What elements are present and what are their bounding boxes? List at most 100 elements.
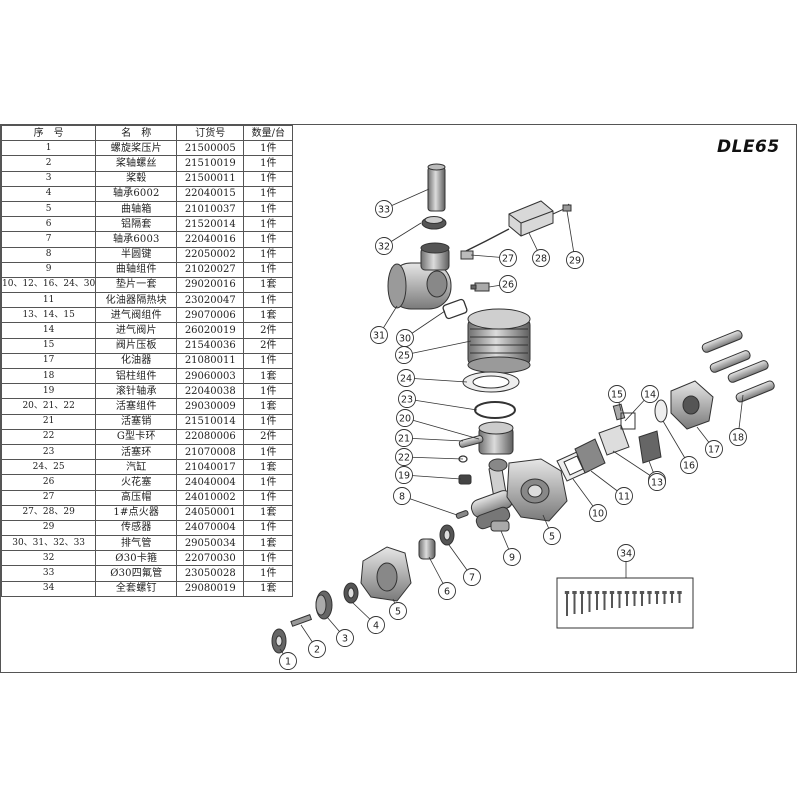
screw-head — [662, 591, 667, 594]
part-carb-gasket — [654, 399, 668, 423]
callout-label: 7 — [469, 572, 475, 583]
leader-line — [403, 340, 472, 356]
callout-9: 9 — [503, 548, 521, 566]
callout-20: 20 — [396, 409, 414, 427]
screw-shank — [596, 594, 598, 610]
callout-circle — [395, 466, 413, 484]
cell-seq: 34 — [0, 580, 97, 597]
callout-25: 25 — [395, 346, 413, 364]
callout-24: 24 — [397, 369, 415, 387]
part-prop-hub — [315, 590, 333, 620]
callout-1: 1 — [279, 652, 297, 670]
callout-circle — [615, 487, 633, 505]
callout-circle — [680, 456, 698, 474]
callout-circle — [617, 544, 635, 562]
callout-10: 10 — [589, 504, 607, 522]
callout-label: 23 — [401, 394, 413, 405]
screw-head — [564, 591, 570, 594]
part-piston-ring — [474, 401, 516, 419]
callout-circle — [499, 249, 517, 267]
callout-7: 7 — [463, 568, 481, 586]
screw-shank — [678, 594, 681, 603]
part-spark-plug — [470, 282, 490, 292]
callout-circle — [396, 409, 414, 427]
part-spacer — [418, 538, 436, 560]
part-bearing-6003 — [439, 524, 455, 546]
screw-head — [639, 591, 645, 594]
callout-18: 18 — [729, 428, 747, 446]
screw-head — [594, 591, 600, 594]
part-standoffs — [701, 330, 775, 403]
callout-circle — [543, 527, 561, 545]
callout-label: 18 — [732, 432, 744, 443]
screw-shank — [671, 594, 673, 603]
callout-16: 16 — [680, 456, 698, 474]
model-title: DLE65 — [717, 137, 780, 157]
callout-5: 5 — [389, 602, 407, 620]
callout-2: 2 — [308, 640, 326, 658]
callout-circle — [370, 326, 388, 344]
callout-label: 19 — [398, 470, 410, 481]
callout-label: 2 — [314, 644, 320, 655]
callout-circle — [336, 629, 354, 647]
callout-27: 27 — [499, 249, 517, 267]
cell-qty: 1件 — [243, 200, 294, 218]
callout-label: 33 — [378, 204, 390, 215]
callout-22: 22 — [395, 448, 413, 466]
leader-line — [403, 474, 462, 480]
part-prop-washer — [271, 628, 287, 654]
callout-19: 19 — [395, 466, 413, 484]
screw-shank — [566, 594, 568, 616]
callout-circle — [395, 448, 413, 466]
part-exhaust-gasket — [442, 298, 468, 320]
callout-circle — [375, 200, 393, 218]
exploded-diagram: 1234556789101112131415161718192021222324… — [271, 163, 775, 670]
screw-head — [632, 591, 637, 594]
callout-circle — [463, 568, 481, 586]
callout-label: 5 — [395, 606, 401, 617]
callout-4: 4 — [367, 616, 385, 634]
callout-23: 23 — [398, 390, 416, 408]
callout-label: 20 — [399, 413, 411, 424]
screw-shank — [663, 594, 666, 604]
screw-shank — [581, 594, 583, 614]
screw-shank — [618, 594, 621, 608]
part-piston — [478, 421, 514, 455]
part-clamp — [421, 216, 447, 230]
part-ptfe-tube — [427, 163, 446, 212]
callout-33: 33 — [375, 200, 393, 218]
screw-shank — [573, 594, 576, 614]
callout-14: 14 — [641, 385, 659, 403]
callout-3: 3 — [336, 629, 354, 647]
cell-qty: 1套 — [243, 367, 294, 385]
callout-circle — [438, 582, 456, 600]
callout-label: 16 — [683, 460, 695, 471]
callout-label: 15 — [611, 389, 623, 400]
part-needle-bearing — [458, 474, 472, 485]
callout-label: 28 — [535, 253, 547, 264]
part-crankcase-front — [360, 546, 412, 602]
part-screw-kit — [556, 577, 694, 629]
callout-label: 10 — [592, 508, 604, 519]
callout-31: 31 — [370, 326, 388, 344]
callout-label: 25 — [398, 350, 410, 361]
part-woodruff-key — [455, 510, 469, 519]
leader-line — [401, 495, 458, 516]
callout-label: 17 — [708, 444, 720, 455]
part-cylinder — [467, 308, 531, 374]
callout-label: 31 — [373, 330, 385, 341]
callout-21: 21 — [395, 429, 413, 447]
cell-seq: 11 — [0, 292, 97, 309]
callout-label: 9 — [509, 552, 515, 563]
